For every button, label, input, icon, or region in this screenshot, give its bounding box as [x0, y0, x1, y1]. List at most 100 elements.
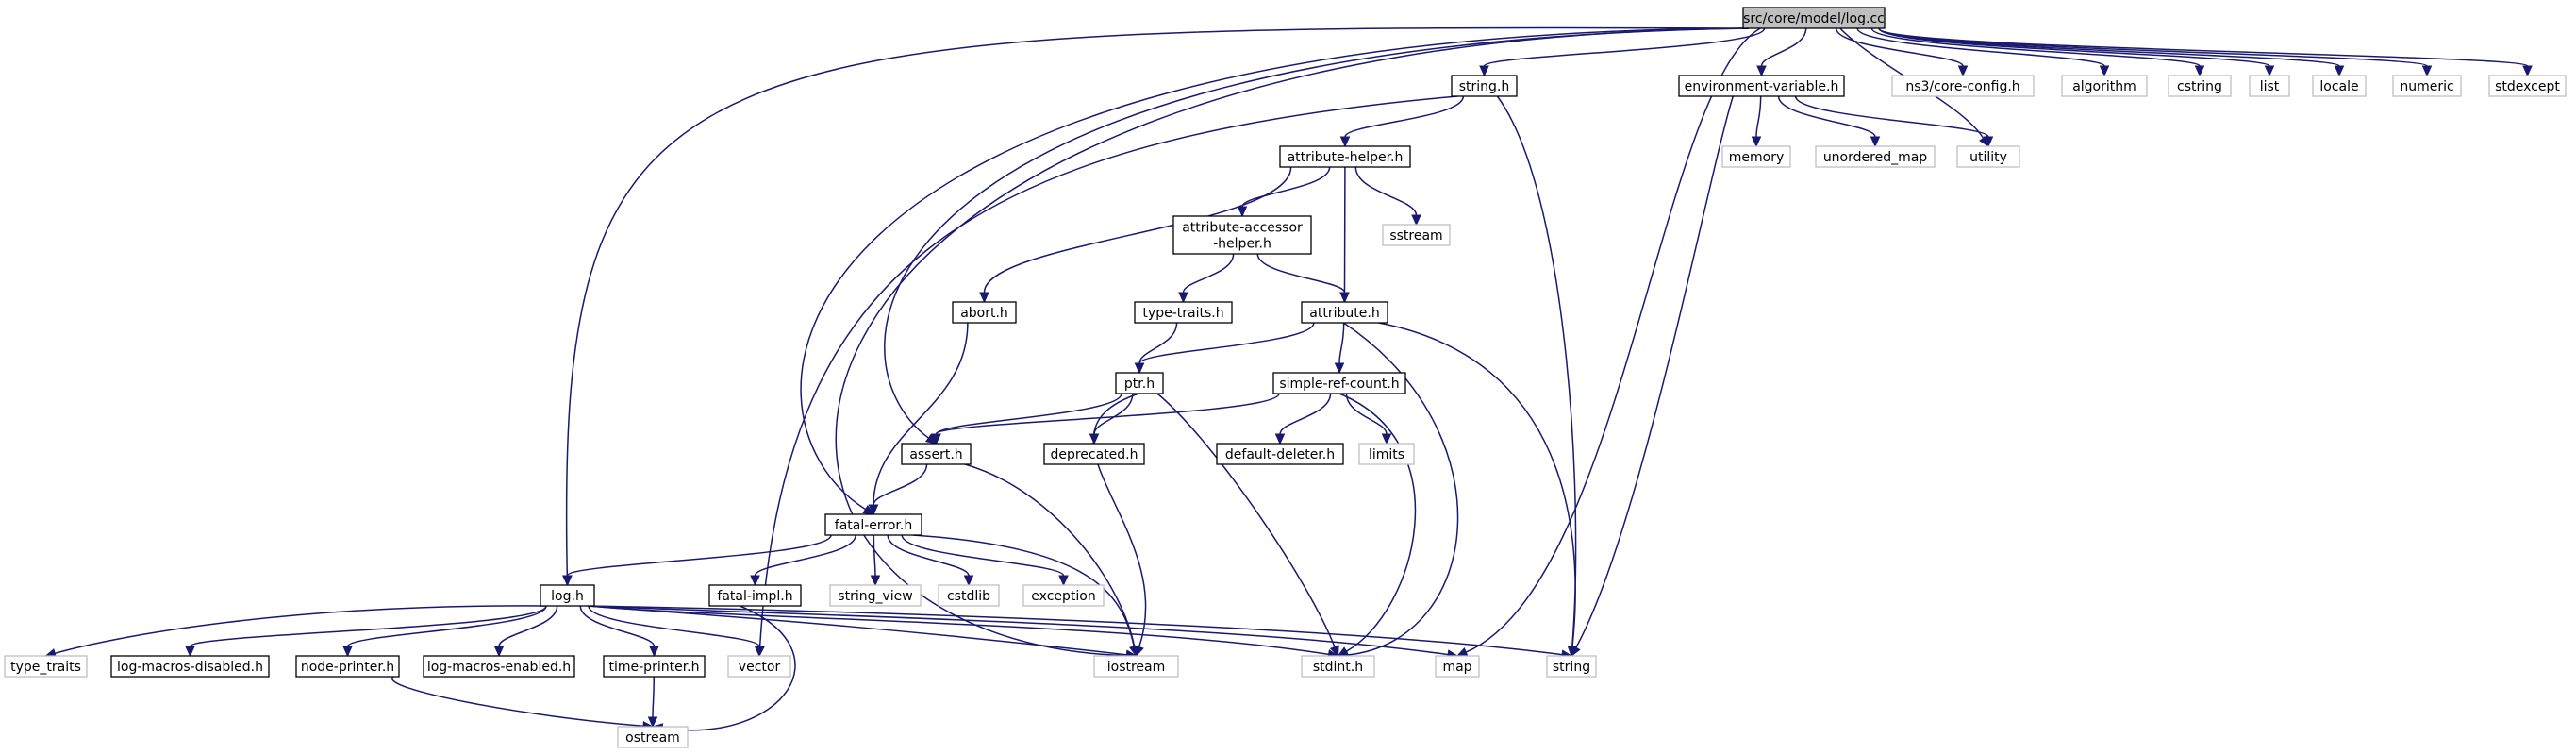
node-label: string_view	[838, 589, 912, 604]
node-label: default-deleter.h	[1225, 447, 1335, 462]
node-ostream: ostream	[617, 726, 689, 748]
node-deprecated-h[interactable]: deprecated.h	[1043, 443, 1145, 465]
edge-arrowhead	[2522, 65, 2533, 77]
edge-arrowhead	[1381, 433, 1392, 445]
edge-string-h-to-string	[1496, 95, 1577, 647]
edge-ptr-h-to-stdint-h	[1156, 393, 1336, 647]
node-time-printer-h[interactable]: time-printer.h	[603, 655, 706, 678]
node-label: log-macros-enabled.h	[427, 660, 571, 675]
edge-fatal-error-h-to-fatal-impl-h	[754, 534, 856, 577]
node-abort-h[interactable]: abort.h	[952, 301, 1017, 324]
node-assert-h[interactable]: assert.h	[901, 443, 972, 465]
node-label: log-macros-disabled.h	[117, 660, 263, 675]
node-box	[708, 584, 802, 607]
edge-arrowhead	[862, 504, 875, 515]
edge-attribute-helper-h-to-sstream	[1354, 166, 1418, 216]
node-box	[1358, 443, 1415, 465]
node-box	[603, 655, 706, 678]
node-box	[1435, 655, 1480, 678]
node-simple-ref-count-h[interactable]: simple-ref-count.h	[1272, 372, 1406, 394]
edge-arrowhead	[493, 646, 505, 658]
node-fatal-impl-h[interactable]: fatal-impl.h	[708, 584, 802, 607]
node-cstring: cstring	[2168, 75, 2232, 97]
node-label: assert.h	[909, 447, 962, 462]
node-label: locale	[2319, 79, 2358, 94]
node-log-macros-disabled-h[interactable]: log-macros-disabled.h	[110, 655, 270, 678]
node-box	[2312, 75, 2367, 97]
edge-arrowhead	[963, 575, 974, 587]
node-string-h[interactable]: string.h	[1451, 75, 1518, 97]
edge-time-printer-h-to-ostream	[652, 676, 656, 718]
edge-arrowhead	[2099, 65, 2110, 77]
node-log-macros-enabled-h[interactable]: log-macros-enabled.h	[423, 655, 575, 678]
edge-arrowhead	[1274, 433, 1286, 445]
node-node-printer-h[interactable]: node-printer.h	[295, 655, 400, 678]
edge-arrowhead	[1756, 65, 1767, 77]
node-box	[824, 513, 922, 536]
edge-arrowhead	[1411, 214, 1421, 226]
node-src-core-model-log-cc[interactable]: src/core/model/log.cc	[1742, 7, 1886, 29]
node-box	[1134, 301, 1233, 324]
edge-src-core-model-log-cc-to-iostream	[835, 27, 1750, 657]
edge-environment-variable-h-to-memory	[1755, 95, 1762, 138]
node-label: ns3/core-config.h	[1905, 79, 2019, 94]
edge-attribute-accessor-helper-h-to-type-traits-h	[1182, 253, 1235, 294]
edge-arrowhead	[2334, 65, 2345, 77]
node-box	[295, 655, 400, 678]
edge-fatal-error-h-to-cstdlib	[887, 534, 970, 577]
edge-src-core-model-log-cc-to-fatal-error-h	[800, 27, 1750, 511]
node-box	[1279, 145, 1411, 168]
edge-string-h-to-vector	[758, 95, 1458, 647]
node-label: cstring	[2177, 79, 2222, 94]
node-ns3-core-config-h: ns3/core-config.h	[1891, 75, 2035, 97]
edge-src-core-model-log-cc-to-log-h	[565, 26, 1750, 577]
node-attribute-accessor-helper-h[interactable]: attribute-accessor-helper.h	[1172, 215, 1312, 255]
node-ptr-h[interactable]: ptr.h	[1115, 372, 1164, 394]
node-environment-variable-h[interactable]: environment-variable.h	[1678, 75, 1845, 97]
node-box	[2488, 75, 2567, 97]
node-iostream: iostream	[1093, 655, 1179, 678]
node-box	[1956, 145, 2020, 168]
edge-simple-ref-count-h-to-stdint-h	[1338, 393, 1417, 652]
node-vector: vector	[727, 655, 791, 678]
node-type-traits-h[interactable]: type-traits.h	[1134, 301, 1233, 324]
node-attribute-helper-h[interactable]: attribute-helper.h	[1279, 145, 1411, 168]
edge-src-core-model-log-cc-to-string-h	[1483, 27, 1766, 67]
edge-string-h-to-attribute-helper-h	[1344, 95, 1465, 138]
edge-src-core-model-log-cc-to-list	[1878, 27, 2270, 67]
node-box	[4, 655, 88, 678]
edge-arrowhead	[1339, 136, 1351, 148]
node-default-deleter-h[interactable]: default-deleter.h	[1216, 443, 1344, 465]
node-attribute-h[interactable]: attribute.h	[1301, 301, 1388, 324]
edge-arrowhead	[1479, 65, 1489, 77]
node-label: type_traits	[10, 660, 81, 675]
edge-arrowhead	[1751, 136, 1762, 148]
edge-src-core-model-log-cc-to-ns3-core-config-h	[1835, 27, 1964, 67]
node-box	[829, 584, 922, 607]
node-log-h[interactable]: log.h	[540, 584, 595, 607]
node-label: vector	[739, 660, 781, 675]
edge-attribute-accessor-helper-h-to-attribute-h	[1256, 253, 1346, 294]
edge-ptr-h-to-iostream	[1092, 393, 1147, 647]
node-box	[1043, 443, 1145, 465]
edge-arrowhead	[1329, 645, 1339, 658]
node-box	[1216, 443, 1344, 465]
node-label: node-printer.h	[301, 660, 394, 675]
edge-arrowhead	[562, 575, 573, 587]
edge-arrowhead	[185, 646, 195, 658]
node-label: attribute-accessor	[1182, 221, 1303, 236]
node-box	[617, 726, 689, 748]
node-box	[2392, 75, 2462, 97]
edge-src-core-model-log-cc-to-numeric	[1878, 27, 2428, 67]
node-label: string.h	[1459, 79, 1510, 94]
node-box	[1272, 372, 1406, 394]
edge-arrowhead	[924, 433, 938, 445]
node-label: string	[1553, 660, 1590, 675]
node-fatal-error-h[interactable]: fatal-error.h	[824, 513, 922, 536]
edge-environment-variable-h-to-string	[1575, 95, 1734, 648]
node-label: environment-variable.h	[1685, 79, 1839, 94]
node-box	[110, 655, 270, 678]
edge-src-core-model-log-cc-to-assert-h	[884, 27, 1750, 439]
edge-src-core-model-log-cc-to-locale	[1878, 27, 2340, 67]
